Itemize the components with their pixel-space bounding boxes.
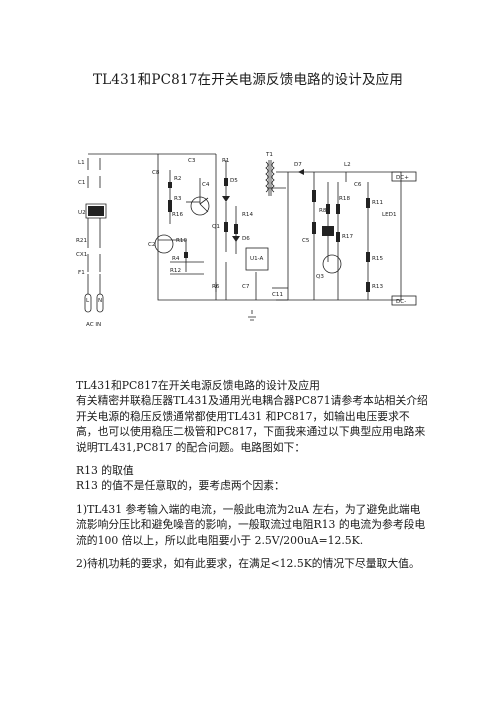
label-R1: R1 — [222, 158, 230, 164]
label-D5: D5 — [230, 178, 238, 184]
label-C1: C1 — [78, 180, 86, 186]
label-D6: D6 — [242, 236, 250, 242]
paragraph-factor-1: 1)TL431 参考输入端的电流，一般此电流为2uA 左右，为了避免此端电流影响… — [76, 502, 426, 547]
spacer — [76, 548, 428, 556]
paragraph-overview: 开关电源的稳压反馈通常都使用TL431 和PC817，如输出电压要求不高，也可以… — [76, 409, 426, 454]
spacer — [76, 494, 428, 502]
label-R14: R14 — [242, 212, 253, 218]
label-U1-A: U1-A — [250, 256, 264, 262]
label-R18: R18 — [339, 196, 350, 202]
label-Q1: Q1 — [212, 224, 220, 230]
label-R13: R13 — [372, 284, 383, 290]
label-D7: D7 — [294, 162, 302, 168]
label-L1: L1 — [78, 160, 85, 166]
label-C4: C4 — [202, 182, 210, 188]
label-N: N — [98, 298, 102, 304]
label-R21: R21 — [76, 238, 87, 244]
page-title: TL431和PC817在开关电源反馈电路的设计及应用 — [92, 72, 404, 88]
paragraph-r13-factors: R13 的值不是任意取的，要考虑两个因素： — [76, 479, 285, 493]
label-C8: C8 — [152, 170, 160, 176]
label-R4: R4 — [172, 256, 180, 262]
label-R15: R15 — [372, 256, 383, 262]
label-L: L — [86, 298, 90, 304]
label-C7: C7 — [242, 284, 250, 290]
label-R6: R6 — [212, 284, 220, 290]
label-dc-plus: DC+ — [396, 175, 409, 181]
label-R12: R12 — [170, 268, 181, 274]
label-T1: T1 — [265, 152, 273, 158]
circuit-schematic: L1 C1 U2 R21 CX1 F1 L N AC IN C8 R2 R3 R… — [76, 152, 417, 328]
label-R2: R2 — [174, 176, 181, 182]
label-C11: C11 — [272, 292, 283, 298]
label-F1: F1 — [78, 270, 85, 276]
label-U2: U2 — [78, 210, 86, 216]
label-Q3: Q3 — [316, 274, 324, 280]
label-C5: C5 — [302, 238, 310, 244]
label-R3: R3 — [174, 196, 182, 202]
label-C3: C3 — [188, 158, 196, 164]
spacer — [76, 455, 428, 463]
label-ac-in: AC IN — [86, 322, 101, 328]
label-L2: L2 — [344, 162, 351, 168]
body-text: TL431和PC817在开关电源反馈电路的设计及应用 有关精密并联稳压器TL43… — [76, 378, 428, 571]
label-LED1: LED1 — [382, 212, 397, 218]
label-R17: R17 — [342, 234, 353, 240]
label-dc-minus: DC- — [396, 299, 406, 305]
section-heading-r13: R13 的取值 — [76, 464, 134, 478]
label-R8: R8 — [319, 208, 327, 214]
label-C6: C6 — [354, 182, 362, 188]
paragraph-title-repeat: TL431和PC817在开关电源反馈电路的设计及应用 — [76, 379, 320, 392]
label-CX1: CX1 — [76, 252, 88, 258]
label-C2: C2 — [148, 242, 155, 248]
label-R11: R11 — [372, 200, 383, 206]
label-R16: R16 — [172, 212, 183, 218]
paragraph-intro: 有关精密并联稳压器TL431及通用光电耦合器PC871请参考本站相关介绍 — [76, 394, 428, 408]
label-R10: R10 — [176, 238, 187, 244]
paragraph-factor-2: 2)待机功耗的要求，如有此要求，在满足<12.5K的情况下尽量取大值。 — [76, 557, 420, 571]
